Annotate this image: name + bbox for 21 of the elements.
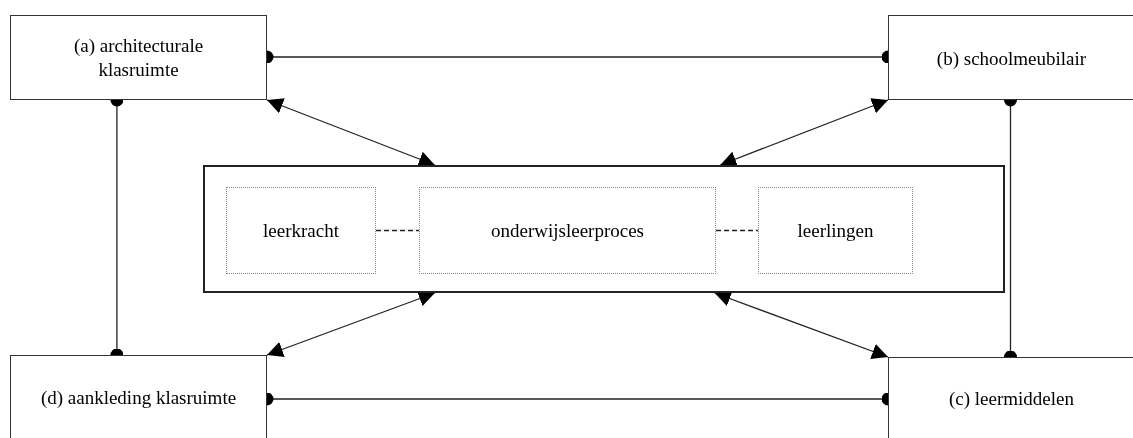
group-box (203, 165, 1005, 293)
process-box (419, 187, 716, 274)
dashed-connector (715, 229, 759, 232)
dashed-connector (375, 229, 420, 232)
node-label: (b) schoolmeubilair (936, 46, 1087, 71)
process-box (888, 357, 1133, 438)
node-label: (d) aankleding klasruimte (40, 385, 237, 410)
process-box (888, 15, 1133, 100)
node-label: onderwijsleerproces (491, 218, 644, 243)
node-label: (a) architecturale klasruimte (72, 33, 205, 82)
process-box (226, 187, 376, 274)
process-box (10, 15, 267, 100)
node-label: leerkracht (263, 218, 339, 243)
process-box (758, 187, 913, 274)
double-arrow (714, 291, 889, 359)
process-box (10, 355, 267, 438)
double-arrow (266, 291, 436, 357)
node-label: (c) leermiddelen (949, 386, 1074, 411)
double-arrow (266, 98, 436, 167)
double-arrow (719, 98, 889, 167)
node-label: leerlingen (797, 218, 874, 243)
